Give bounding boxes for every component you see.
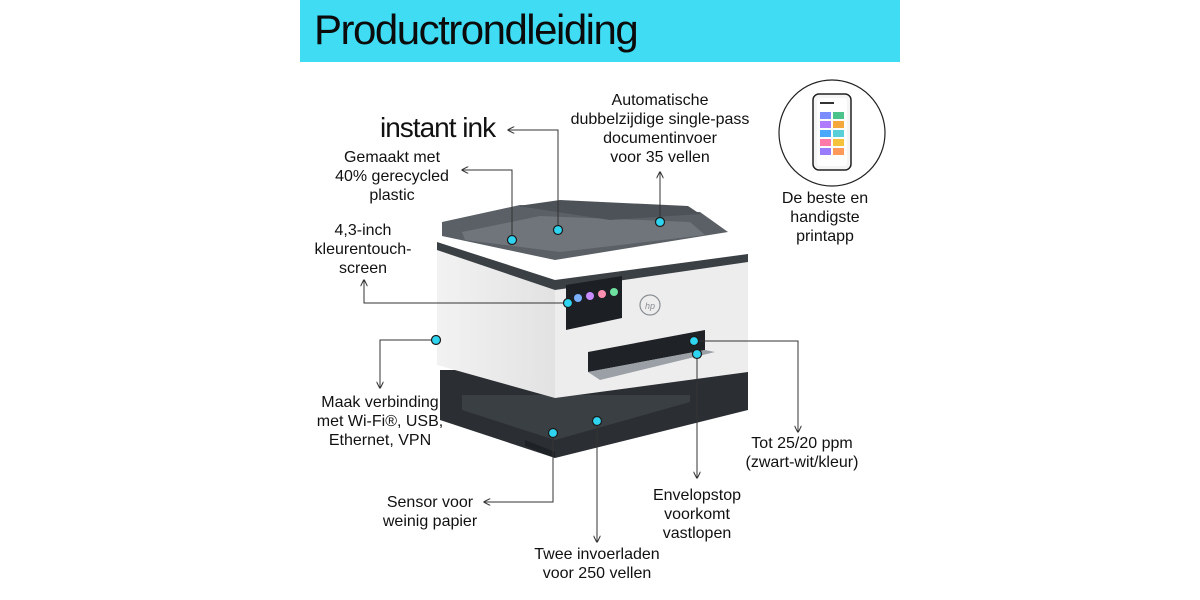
phone-app-icon <box>778 79 886 187</box>
svg-text:hp: hp <box>645 301 655 311</box>
touchscreen <box>566 276 622 330</box>
hotspot-trays <box>591 415 603 427</box>
hotspot-adf <box>654 216 666 228</box>
callout-adf: Automatische dubbelzijdige single-pass d… <box>570 92 750 166</box>
hotspot-envelope <box>691 348 703 360</box>
callout-recycled: Gemaakt met 40% gerecycled plastic <box>335 149 449 204</box>
adf-tray <box>518 200 700 220</box>
callout-speed: Tot 25/20 ppm (zwart-wit/kleur) <box>745 435 859 471</box>
hotspot-connectivity <box>430 334 442 346</box>
hp-logo-icon <box>639 294 661 316</box>
callout-app: De beste en handigste printapp <box>781 190 869 245</box>
hotspot-touchscreen <box>562 297 574 309</box>
page-title: Productrondleiding <box>314 6 639 53</box>
callout-envelope: Envelopstop voorkomt vastlopen <box>652 487 742 542</box>
instant-ink-logo: instant ink <box>380 112 496 143</box>
callout-trays: Twee invoerladen voor 250 vellen <box>534 546 660 582</box>
callout-sensor: Sensor voor weinig papier <box>382 494 478 530</box>
callout-connectivity: Maak verbinding met Wi-Fi®, USB, Etherne… <box>316 394 444 449</box>
hotspot-sensor <box>547 427 559 439</box>
hotspot-recycled <box>506 234 518 246</box>
hotspot-speed <box>688 335 700 347</box>
hotspot-instant-ink <box>552 224 564 236</box>
title-banner: Productrondleiding <box>300 0 900 62</box>
printer-body-side <box>437 248 555 398</box>
callout-touchscreen: 4,3-inch kleurentouch- screen <box>314 222 412 277</box>
